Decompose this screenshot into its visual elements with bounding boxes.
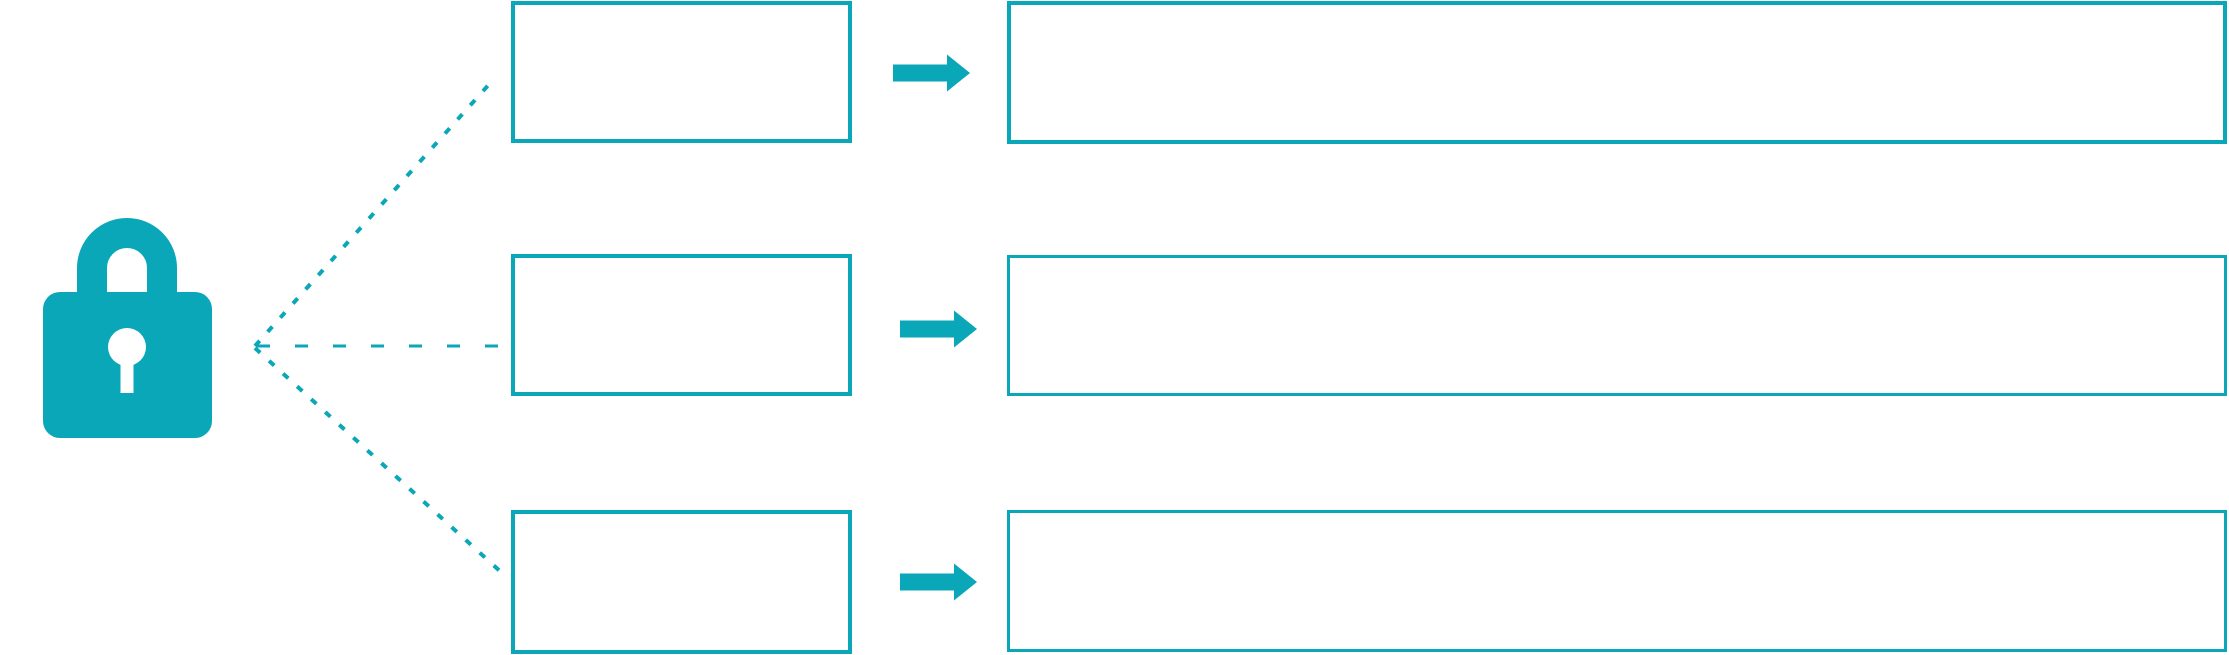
right-arrow-icon	[893, 54, 970, 92]
connector-top-line	[253, 79, 494, 348]
branch-box-3	[511, 510, 852, 654]
keyhole-stem	[120, 355, 134, 393]
keyhole-icon	[108, 328, 146, 366]
right-arrow-icon	[900, 563, 977, 601]
right-arrow-shape	[893, 54, 970, 92]
detail-box-1	[1007, 1, 2227, 144]
right-arrow-shape	[900, 563, 977, 601]
right-arrow-icon	[900, 310, 977, 348]
detail-box-3	[1007, 510, 2227, 652]
right-arrow-shape	[900, 310, 977, 348]
branch-box-1	[511, 1, 852, 143]
lock-icon	[43, 218, 212, 438]
branch-box-2	[511, 254, 852, 396]
connector-bottom-line	[253, 346, 504, 575]
detail-box-2	[1007, 255, 2227, 396]
lock-shackle	[77, 218, 177, 315]
